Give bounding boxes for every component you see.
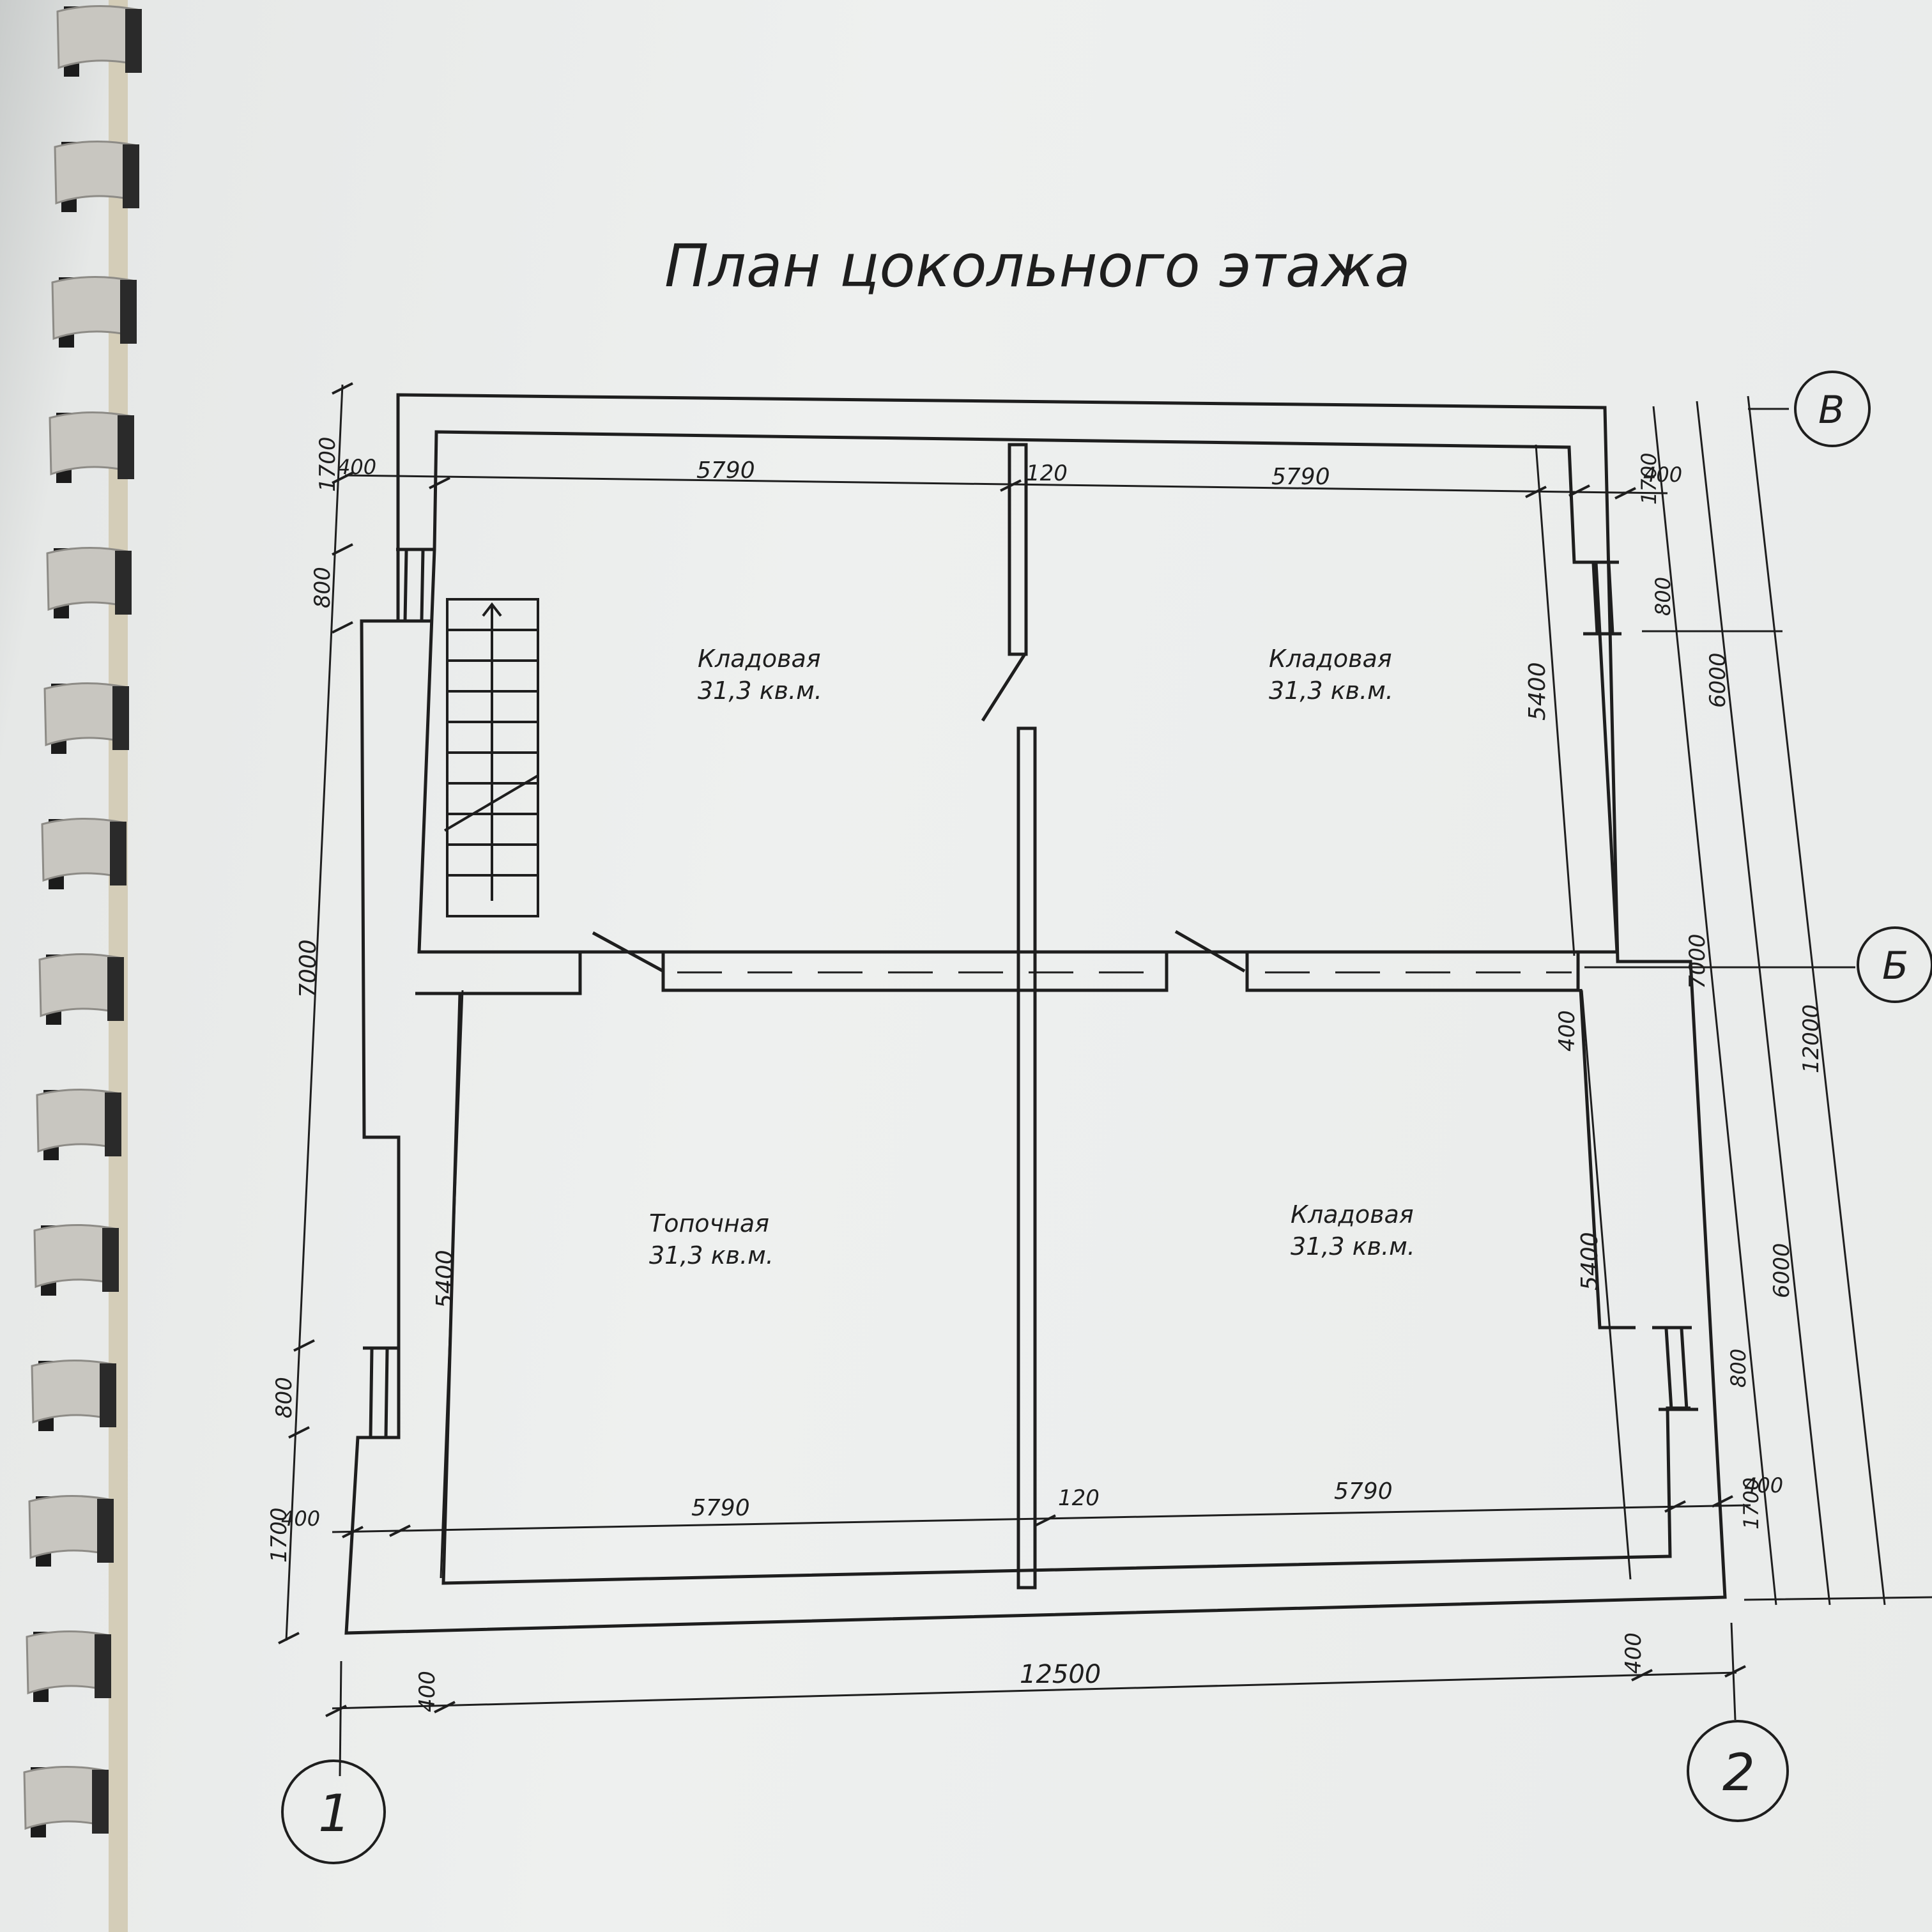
dim-left-400-bottom: 400 — [281, 1506, 320, 1531]
binding-ring — [43, 682, 129, 754]
dim-bottom-wall-right: 400 — [1621, 1632, 1646, 1674]
room-area-top-right: 31,3 кв.м. — [1269, 677, 1393, 705]
dim-right-800-top: 800 — [1651, 577, 1675, 616]
dim-ext-right — [1642, 630, 1932, 1601]
dim-left-1700-bottom: 1700 — [266, 1507, 292, 1563]
inner-wall-outline — [417, 430, 1619, 954]
axis-marker-1: 1 — [318, 1784, 351, 1843]
room-label-top-left: Кладовая — [698, 645, 821, 673]
dim-line-left-inner — [440, 990, 464, 1579]
dim-line-bottom — [332, 1504, 1751, 1533]
axis-marker-2-circle — [1687, 1720, 1789, 1822]
binding-ring — [41, 818, 126, 889]
dim-bottom-partition: 120 — [1058, 1485, 1100, 1511]
window-right-bottom — [1652, 1326, 1698, 1411]
dim-left-7000: 7000 — [295, 939, 321, 998]
axis-marker-2: 2 — [1722, 1743, 1755, 1802]
axis-marker-1-circle — [281, 1759, 386, 1864]
dim-line-top — [344, 474, 1668, 494]
axis-line-1 — [339, 1660, 342, 1777]
stair-outline — [446, 598, 539, 917]
dim-bottom-wall-left: 400 — [415, 1671, 440, 1712]
axis-marker-B-circle — [1794, 371, 1871, 447]
dim-line-overall — [332, 1671, 1737, 1710]
axis-marker-B: В — [1818, 388, 1844, 433]
dim-right-800-bottom: 800 — [1726, 1349, 1751, 1388]
binding-ring — [26, 1630, 111, 1702]
dim-right-1700-top: 1700 — [1637, 453, 1661, 505]
dim-bottom-right: 5790 — [1334, 1478, 1393, 1505]
axis-marker-Б-circle — [1857, 926, 1932, 1003]
dim-overall-width: 12500 — [1020, 1660, 1101, 1689]
dim-left-800-top: 800 — [310, 567, 335, 608]
dim-right-7000: 7000 — [1685, 933, 1710, 989]
room-area-top-left: 31,3 кв.м. — [698, 677, 822, 705]
window-left-bottom — [362, 1346, 399, 1439]
dim-line-right-2 — [1696, 401, 1831, 1606]
dim-left-800-bottom: 800 — [272, 1377, 297, 1418]
outer-wall-outline — [344, 393, 1727, 1635]
inner-wall-outline-lower — [415, 953, 1690, 1585]
dim-right-400-bottom: 400 — [1744, 1473, 1783, 1498]
dim-inner-right-5400-top: 5400 — [1524, 662, 1551, 721]
dim-left-400-top: 400 — [337, 455, 376, 479]
room-area-bottom-right: 31,3 кв.м. — [1291, 1232, 1415, 1261]
door-swing-top — [981, 653, 1027, 722]
partition-middle — [1016, 726, 1037, 1590]
dim-top-left: 5790 — [696, 457, 755, 484]
dim-left-1700-top: 1700 — [315, 436, 341, 492]
binding-ring — [36, 1089, 121, 1160]
dim-right-1700-bottom: 1700 — [1739, 1478, 1763, 1529]
room-label-top-right: Кладовая — [1269, 645, 1392, 673]
dim-right-6000-bottom: 6000 — [1769, 1243, 1795, 1298]
window-right-top — [1578, 560, 1621, 636]
dim-top-right: 5790 — [1271, 464, 1330, 490]
axis-markers: В Б 1 2 — [281, 371, 1932, 1864]
binding-ring — [46, 547, 132, 618]
binding-ring — [23, 1766, 109, 1837]
room-labels: Кладовая 31,3 кв.м. Кладовая 31,3 кв.м. … — [649, 645, 1415, 1269]
binding-ring — [51, 276, 137, 348]
dimension-lines — [278, 382, 1932, 1777]
binding-ring — [28, 1495, 114, 1567]
door-swing-right — [1174, 930, 1246, 973]
room-label-bottom-right: Кладовая — [1291, 1200, 1414, 1229]
dim-right-6000-top: 6000 — [1705, 652, 1731, 708]
dim-line-right-3 — [1747, 395, 1886, 1606]
binding-ring — [54, 141, 139, 212]
staircase — [443, 598, 539, 917]
binding-ring — [56, 5, 142, 77]
partition-top-upper — [1008, 443, 1028, 656]
dim-bottom-left: 5790 — [691, 1495, 750, 1521]
walls — [344, 393, 1727, 1635]
binding-ring — [31, 1360, 116, 1431]
room-area-bottom-left: 31,3 кв.м. — [649, 1241, 774, 1269]
dim-right-12000: 12000 — [1798, 1004, 1824, 1073]
binding-ring — [33, 1224, 119, 1296]
door-swing-left — [592, 931, 664, 973]
dim-inner-right-5400-bottom: 5400 — [1577, 1232, 1603, 1291]
axis-marker-Б: Б — [1882, 944, 1908, 988]
dim-line-left-outer — [285, 384, 344, 1641]
room-label-bottom-left: Топочная — [649, 1209, 769, 1238]
dimension-texts: 5790 120 5790 5790 120 5790 12500 400 40… — [266, 436, 1824, 1712]
stair-direction-arrow — [443, 602, 539, 901]
binding-ring — [49, 411, 134, 483]
dim-inner-right-400: 400 — [1554, 1010, 1580, 1052]
dim-inner-left-5400: 5400 — [432, 1250, 458, 1308]
drawing-title: План цокольного этажа — [664, 232, 1411, 300]
dim-right-400-top: 400 — [1643, 463, 1682, 487]
dim-ticks — [278, 382, 1746, 1717]
dim-line-right-inner — [1535, 444, 1632, 1580]
partitions — [592, 443, 1580, 1590]
binding-ring — [38, 953, 124, 1025]
window-left-top — [395, 548, 434, 623]
spiral-binding — [23, 0, 142, 1932]
corridor-wall-left — [661, 950, 1169, 992]
dim-line-right-1 — [1652, 406, 1777, 1606]
dim-top-partition: 120 — [1026, 461, 1068, 486]
corridor-wall-right — [1245, 950, 1580, 992]
